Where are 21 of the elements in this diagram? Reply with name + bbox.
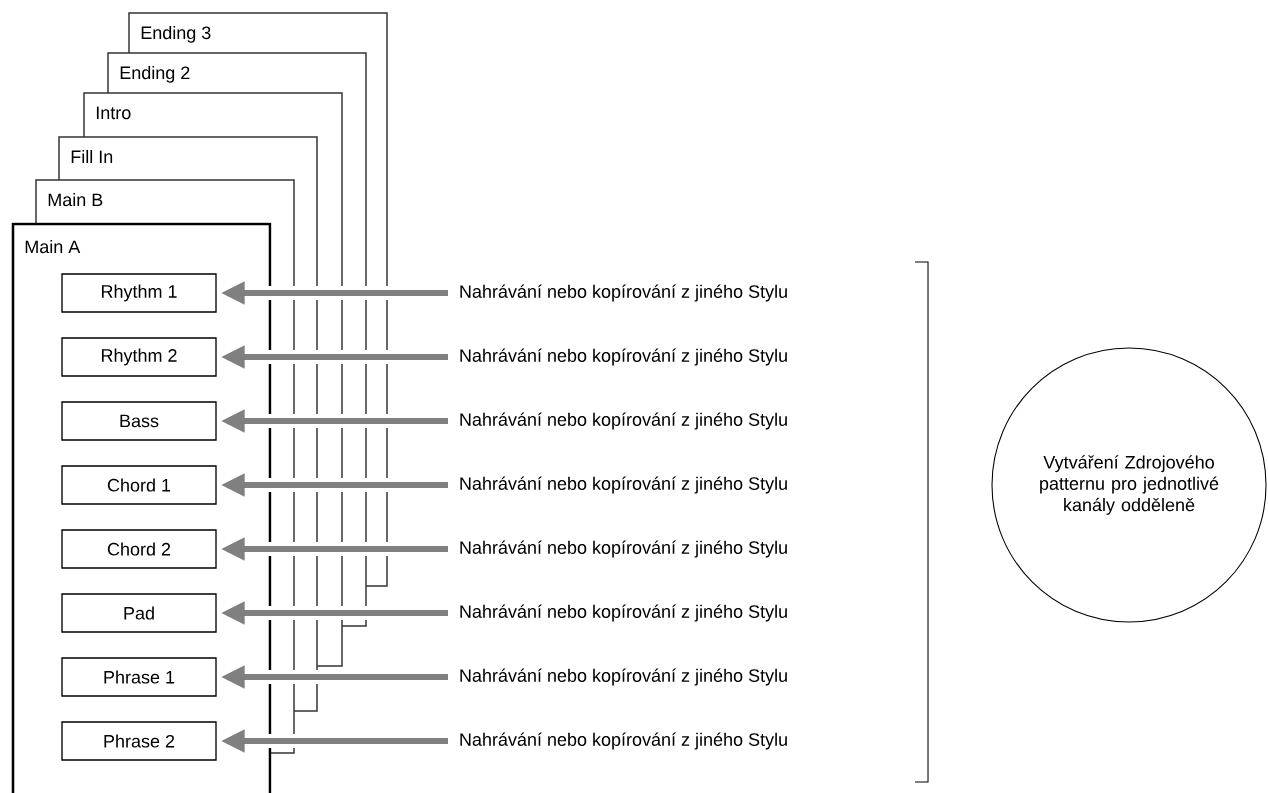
panel: Ending 2 [107,52,367,94]
label-text: Nahrávání nebo kopírování z jiného Stylu [460,284,787,302]
label-text: Nahrávání nebo kopírování z jiného Stylu [460,348,787,366]
label-text: Nahrávání nebo kopírování z jiného Stylu [460,604,787,622]
panel: Fill In [58,136,318,181]
track-box: Pad [61,593,217,633]
track-box: Rhythm 2 [61,337,217,377]
label-text: Nahrávání nebo kopírování z jiného Stylu [460,668,787,686]
track-box: Phrase 1 [61,657,217,697]
track-box: Rhythm 1 [61,273,217,313]
track-box: Chord 1 [61,465,217,505]
label-text: Nahrávání nebo kopírování z jiného Stylu [460,732,787,750]
label-text: Nahrávání nebo kopírování z jiného Stylu [460,476,787,494]
panel: Intro [83,92,343,138]
panel: Ending 3 [128,12,388,54]
track-box: Phrase 2 [61,721,217,761]
track-box: Chord 2 [61,529,217,569]
track-box: Bass [61,401,217,441]
label-text: Nahrávání nebo kopírování z jiného Stylu [460,540,787,558]
label-text: Nahrávání nebo kopírování z jiného Stylu [460,412,787,430]
panel: Main B [35,179,295,225]
